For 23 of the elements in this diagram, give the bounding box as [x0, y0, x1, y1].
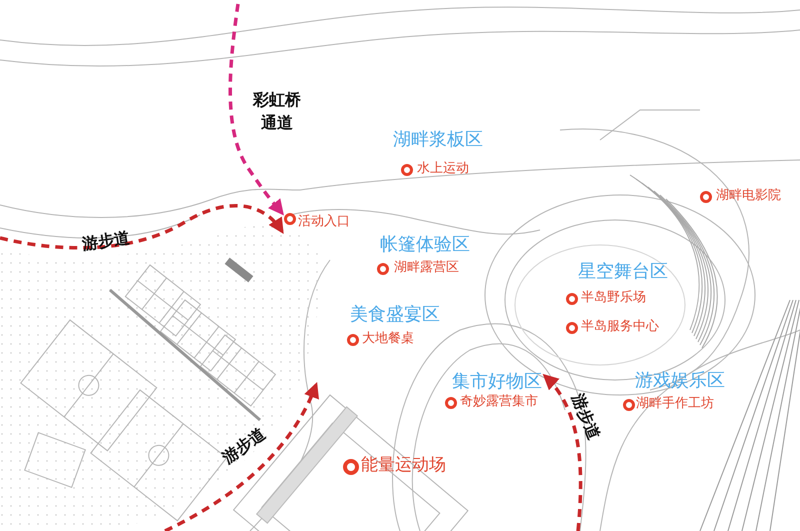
- zone-label: 游戏娱乐区: [635, 371, 725, 391]
- path-label: 游步道: [81, 228, 131, 253]
- zone-label: 集市好物区: [452, 372, 542, 392]
- place-label: 水上运动: [417, 162, 469, 176]
- route-arrow: [228, 4, 284, 216]
- path-label: 游步道: [219, 424, 269, 468]
- zone-label: 湖畔浆板区: [393, 130, 483, 150]
- place-label: 半岛野乐场: [581, 291, 646, 306]
- place-label: 大地餐桌: [362, 332, 414, 346]
- place-label: 湖畔电影院: [716, 189, 781, 204]
- route-arrow: [542, 374, 582, 531]
- place-label: 湖畔露营区: [394, 261, 459, 276]
- route-arrow: [0, 204, 284, 250]
- place-label: 能量运动场: [361, 456, 446, 475]
- zone-label: 星空舞台区: [578, 262, 668, 282]
- path-label: 彩虹桥通道: [252, 89, 302, 134]
- place-label: 半岛服务中心: [581, 320, 659, 334]
- place-label: 奇妙露营集市: [460, 395, 538, 410]
- place-label: 湖畔手作工坊: [636, 397, 714, 412]
- entrance-label: 活动入口: [298, 215, 350, 230]
- path-label: 游步道: [568, 391, 604, 442]
- zone-label: 美食盛宴区: [350, 305, 440, 325]
- zone-label: 帐篷体验区: [380, 235, 470, 255]
